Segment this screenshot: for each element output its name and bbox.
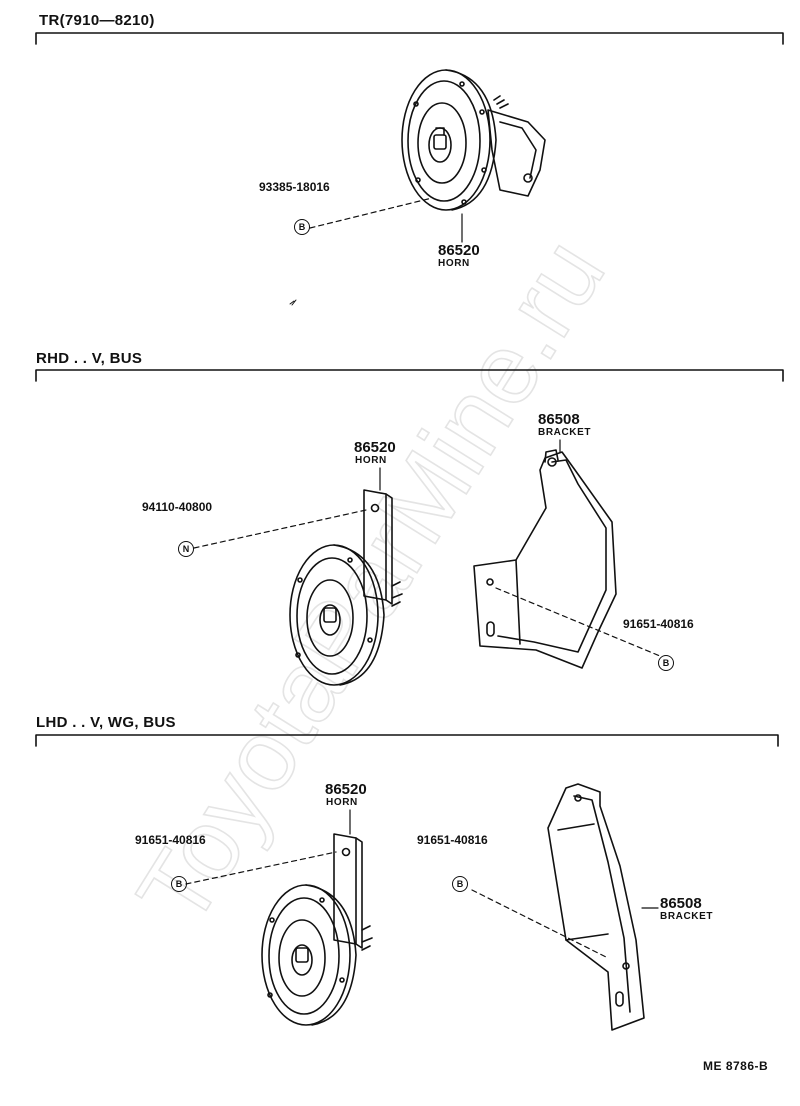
part-label-91651-40816-rhd: 91651-40816 (623, 617, 694, 631)
part-label-86520-horn-2: 86520 (354, 439, 396, 456)
part-name-horn-3: HORN (326, 797, 358, 808)
section-3-title: LHD . . V, WG, BUS (36, 714, 176, 731)
section-1-title: TR(7910—8210) (39, 12, 155, 29)
bracket-1-illustration (473, 449, 617, 669)
leader-91651-lhd-horn (185, 851, 337, 885)
part-label-86520-horn-3: 86520 (325, 781, 367, 798)
part-name-horn-1: HORN (438, 258, 470, 269)
part-label-93385-18016: 93385-18016 (259, 180, 330, 194)
leader-91651-rhd (495, 587, 661, 657)
section-1-bracket-line (35, 32, 784, 45)
figure-code: ME 8786-B (703, 1059, 769, 1073)
part-label-86508-bracket-1: 86508 (538, 411, 580, 428)
part-name-bracket-1: BRACKET (538, 427, 592, 438)
marker-b-93385: B (294, 219, 310, 235)
leader-94110 (193, 509, 367, 549)
leader-91651-lhd-bracket (471, 889, 609, 959)
bracket-2-illustration (547, 783, 645, 1031)
horn-3-illustration (261, 833, 373, 1026)
horn-1-illustration (401, 69, 546, 211)
leader-93385 (309, 197, 433, 229)
part-label-91651-40816-lhd-horn: 91651-40816 (135, 833, 206, 847)
part-label-91651-40816-lhd-bracket: 91651-40816 (417, 833, 488, 847)
marker-n-94110: N (178, 541, 194, 557)
part-label-86520-horn-1: 86520 (438, 242, 480, 259)
part-label-94110-40800: 94110-40800 (142, 500, 213, 514)
part-name-horn-2: HORN (355, 455, 387, 466)
part-label-86508-bracket-2: 86508 (660, 895, 702, 912)
part-name-bracket-2: BRACKET (660, 911, 714, 922)
section-3-bracket-line (35, 734, 779, 747)
marker-b-91651-rhd: B (658, 655, 674, 671)
section-2-bracket-line (35, 369, 784, 382)
marker-b-91651-lhd-bracket: B (452, 876, 468, 892)
section-2-title: RHD . . V, BUS (36, 350, 143, 367)
horn-2-illustration (289, 489, 403, 686)
marker-b-91651-lhd-horn: B (171, 876, 187, 892)
